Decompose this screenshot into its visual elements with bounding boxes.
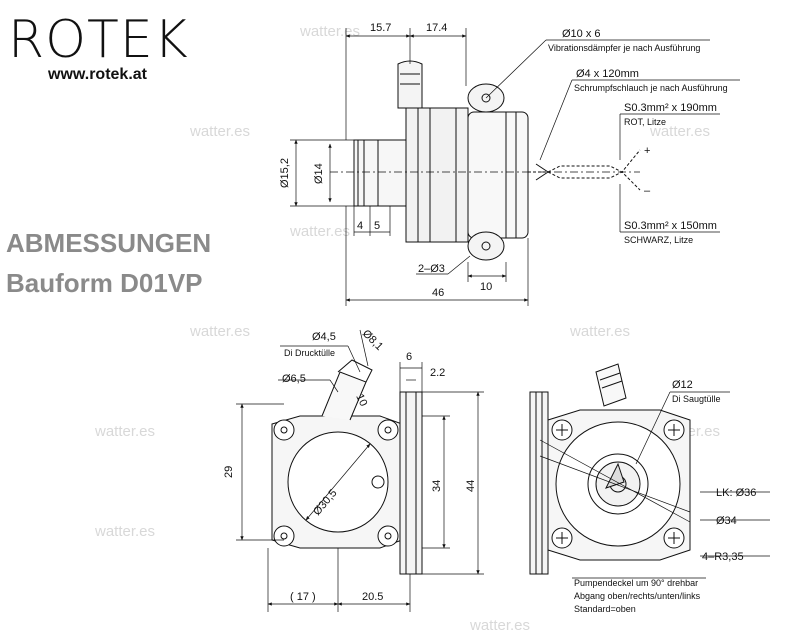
inlet-nipple	[353, 139, 407, 207]
motor-body	[467, 111, 529, 239]
watermark: watter.es	[94, 423, 155, 440]
watermark: watter.es	[569, 323, 630, 340]
red-wire-text: ROT, Litze	[624, 117, 666, 127]
dim-top-left: 15.7	[370, 22, 391, 34]
outlet-label: Di Drucktülle	[284, 348, 335, 358]
cover-screws	[551, 419, 685, 549]
watermark: watter.es	[649, 123, 710, 140]
dim-17: ( 17 )	[290, 591, 316, 603]
damper-value: Ø10 x 6	[562, 28, 601, 40]
dim-2xd3: 2–Ø3	[418, 263, 445, 275]
shrink-tube-value: Ø4 x 120mm	[576, 68, 639, 80]
brand-logo: ROTEK	[8, 10, 189, 70]
watermark: watter.es	[289, 223, 350, 240]
dim-5: 5	[374, 220, 380, 232]
dim-d14: Ø14	[313, 163, 325, 184]
dim-4: 4	[357, 220, 363, 232]
dim-6: 6	[406, 351, 412, 363]
dim-d34-back: Ø34	[716, 515, 737, 527]
watermark: watter.es	[94, 523, 155, 540]
red-wire-value: S0.3mm² x 190mm	[624, 102, 717, 114]
black-wire-text: SCHWARZ, Litze	[624, 235, 693, 245]
front-view	[271, 359, 423, 575]
dim-46: 46	[432, 287, 444, 299]
watermark: watter.es	[189, 323, 250, 340]
front-flange	[399, 391, 423, 575]
plus-sign: +	[644, 145, 650, 157]
dim-10-side: 10	[480, 281, 492, 293]
damper-text: Vibrationsdämpfer je nach Ausführung	[548, 43, 700, 53]
dim-22: 2.2	[430, 367, 445, 379]
side-dimensions	[290, 28, 740, 306]
cable	[528, 149, 641, 173]
dim-d12: Ø12	[672, 379, 693, 391]
dim-d65: Ø6,5	[282, 373, 306, 385]
watermark: watter.es	[469, 617, 530, 634]
dim-44: 44	[465, 480, 477, 492]
dim-top-right: 17.4	[426, 22, 447, 34]
watermark: watter.es	[189, 123, 250, 140]
standard-note: Standard=oben	[574, 604, 636, 614]
back-view	[529, 363, 691, 575]
black-wire-value: S0.3mm² x 150mm	[624, 220, 717, 232]
front-dimensions	[236, 329, 484, 612]
dim-205: 20.5	[362, 591, 383, 603]
heading-dimensions: ABMESSUNGEN	[6, 228, 212, 258]
heading-model: Bauform D01VP	[6, 268, 203, 298]
outlet-direction-note: Abgang oben/rechts/unten/links	[574, 591, 701, 601]
website-url: www.rotek.at	[48, 66, 147, 83]
back-flange	[529, 391, 549, 575]
watermark: watter.es	[299, 23, 360, 40]
vibration-damper-bottom	[467, 231, 505, 261]
shrink-tube-text: Schrumpfschlauch je nach Ausführung	[574, 83, 728, 93]
back-dimensions	[539, 391, 770, 579]
pump-housing	[405, 107, 469, 243]
outlet-tube	[321, 371, 367, 421]
dim-d152: Ø15,2	[279, 158, 291, 188]
minus-sign: –	[644, 185, 651, 197]
inlet-label: Di Saugtülle	[672, 394, 721, 404]
dim-lk36: LK: Ø36	[716, 487, 756, 499]
dim-r335: 4–R3,35	[702, 551, 744, 563]
dim-d45: Ø4,5	[312, 331, 336, 343]
side-view	[330, 60, 641, 261]
dim-10-front: 10	[353, 392, 369, 408]
dim-d81: Ø8,1	[360, 328, 385, 353]
dim-29: 29	[223, 466, 235, 478]
dim-34-front: 34	[431, 480, 443, 492]
rotation-note: Pumpendeckel um 90° drehbar	[574, 578, 698, 588]
